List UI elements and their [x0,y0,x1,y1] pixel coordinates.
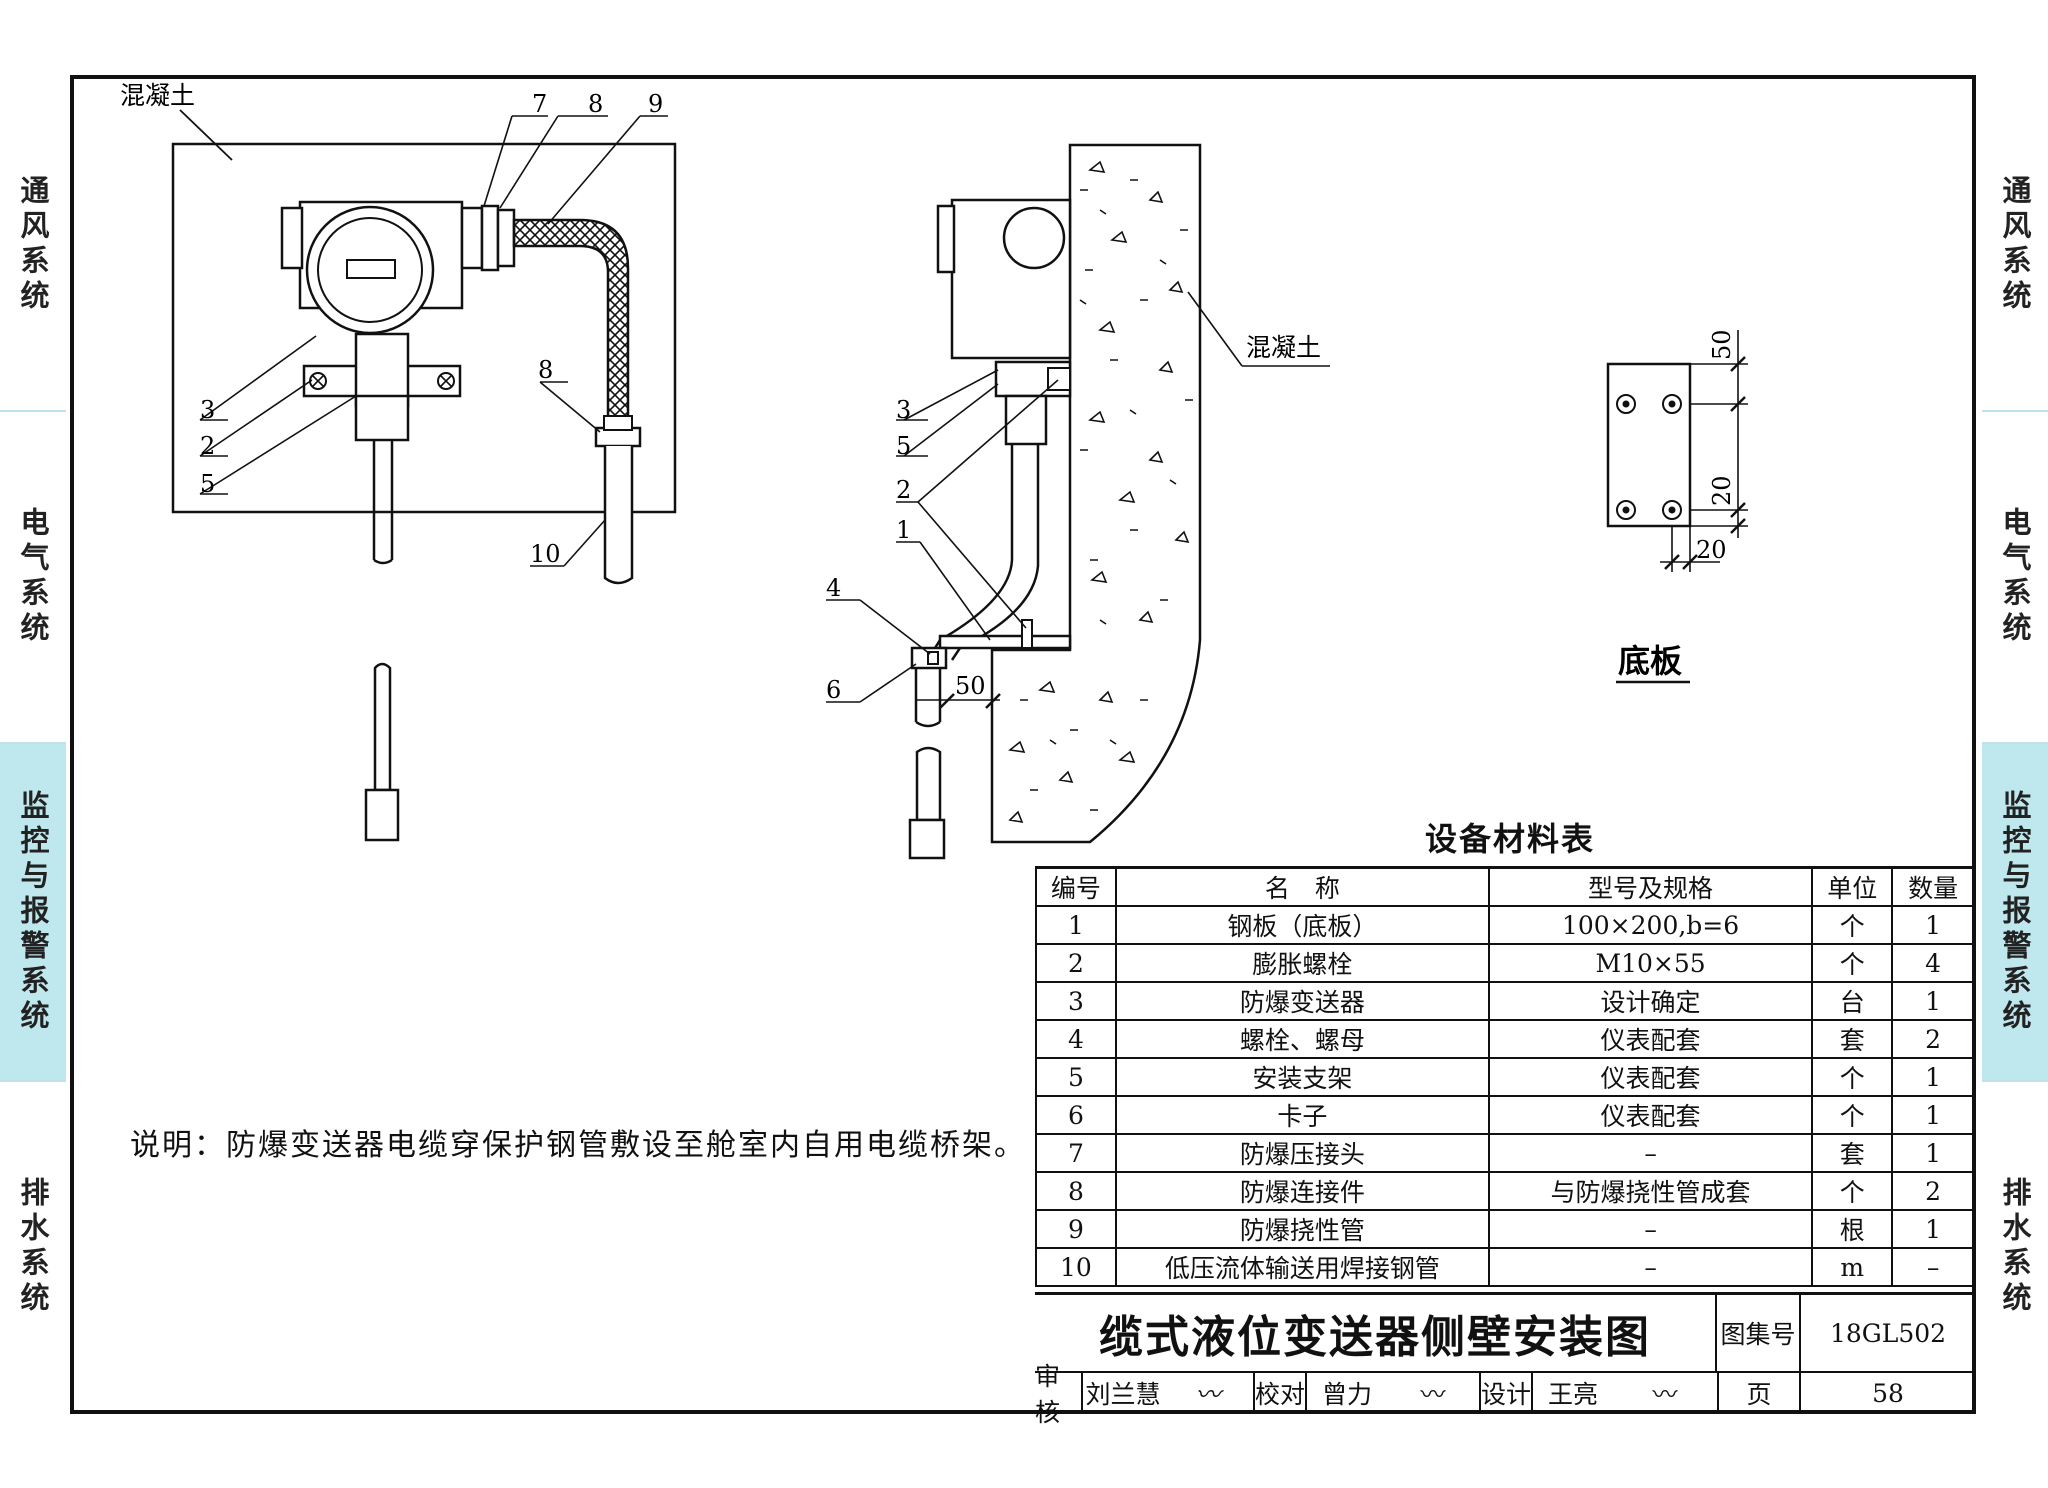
title-block: 缆式液位变送器侧壁安装图 图集号 18GL502 审核 刘兰慧 〰 校对 曾力 … [1035,1292,1975,1427]
check-label: 校对 [1255,1373,1307,1413]
left-tab-drainage[interactable]: 排水系统 [16,1177,50,1317]
col-header-no: 编号 [1035,866,1117,907]
steel-pipe-10 [603,446,634,585]
svg-text:4: 4 [826,574,841,602]
concrete-panel [171,142,677,514]
left-tab-ventilation[interactable]: 通风系统 [16,175,50,315]
right-tab-ventilation[interactable]: 通风系统 [1998,175,2032,315]
level-probe [364,788,400,842]
right-tab-electrical[interactable]: 电气系统 [1998,507,2032,647]
col-header-name: 名 称 [1114,866,1490,907]
svg-text:5: 5 [200,470,215,498]
svg-text:2: 2 [200,432,215,460]
drawing-frame [70,75,1976,1414]
concrete-label-side: 混凝土 [1246,333,1321,362]
svg-text:3: 3 [896,396,911,424]
svg-text:1: 1 [896,516,911,544]
concrete-texture [1008,160,1193,824]
front-view: 混凝土 [120,81,677,842]
right-tab-monitoring[interactable]: 监控与报警系统 [1982,744,2048,1080]
transmitter-dial-outer [305,205,435,335]
tab-divider [1982,742,2048,744]
tab-divider [1982,410,2048,412]
fitting-8 [496,208,516,268]
tab-divider [0,1080,66,1082]
base-plate-outline [1606,362,1692,528]
dim-50: 50 [1708,329,1736,360]
col-header-unit: 单位 [1811,866,1894,907]
svg-text:8: 8 [538,356,553,384]
tab-divider [0,742,66,744]
svg-text:7: 7 [532,90,547,118]
base-plate-1 [938,634,1072,650]
side-view: 混凝土 50 3 [826,143,1330,860]
transmitter-display [346,259,396,279]
dim-20-vertical: 20 [1708,475,1736,506]
checker-signature: 〰 [1387,1373,1481,1413]
atlas-label: 图集号 [1717,1295,1801,1371]
fitting-7 [480,204,500,272]
page-label: 页 [1719,1373,1801,1413]
right-tab-drainage[interactable]: 排水系统 [1998,1177,2032,1317]
left-tab-monitoring[interactable]: 监控与报警系统 [0,744,66,1080]
svg-text:8: 8 [588,90,603,118]
base-plate-detail: 50 20 20 底板 [1606,329,1748,684]
concrete-wall [990,143,1202,844]
svg-text:6: 6 [826,676,841,704]
svg-text:5: 5 [896,432,911,460]
svg-text:9: 9 [648,90,663,118]
side-callouts: 3 5 2 1 4 6 [826,369,1059,704]
table-header-row: 编号 名 称 型号及规格 单位 数量 [1035,866,1975,907]
tab-divider [0,410,66,412]
installation-note: 说明：防爆变送器电缆穿保护钢管敷设至舱室内自用电缆桥架。 [130,1128,1026,1163]
designer-signature: 〰 [1613,1373,1719,1413]
base-plate-title: 底板 [1618,642,1682,680]
title-block-divider [1035,1371,1975,1373]
dim-50-side: 50 [955,672,986,700]
svg-text:10: 10 [530,540,561,568]
svg-text:3: 3 [200,396,215,424]
reviewer-signature: 〰 [1163,1373,1255,1413]
front-callouts: 7 8 9 3 2 5 8 10 [199,90,668,568]
flex-hose [512,218,630,432]
reviewer-name: 刘兰慧 [1085,1380,1161,1409]
checker-name: 曾力 [1321,1380,1372,1409]
design-label: 设计 [1481,1373,1533,1413]
atlas-number: 18GL502 [1829,1318,1947,1348]
col-header-spec: 型号及规格 [1487,866,1814,907]
tab-divider [1982,1080,2048,1082]
svg-text:2: 2 [896,476,911,504]
review-label: 审核 [1035,1362,1083,1427]
left-tab-electrical[interactable]: 电气系统 [16,507,50,647]
col-header-qty: 数量 [1891,866,1975,907]
page-number: 58 [1872,1378,1904,1408]
concrete-label: 混凝土 [120,81,195,110]
drawing-title: 缆式液位变送器侧壁安装图 [1035,1295,1717,1371]
level-probe-side [908,818,946,860]
material-table-title: 设备材料表 [1424,820,1595,858]
dim-20-horizontal: 20 [1696,536,1727,564]
designer-name: 王亮 [1547,1380,1598,1409]
bracket-stem [354,332,410,408]
